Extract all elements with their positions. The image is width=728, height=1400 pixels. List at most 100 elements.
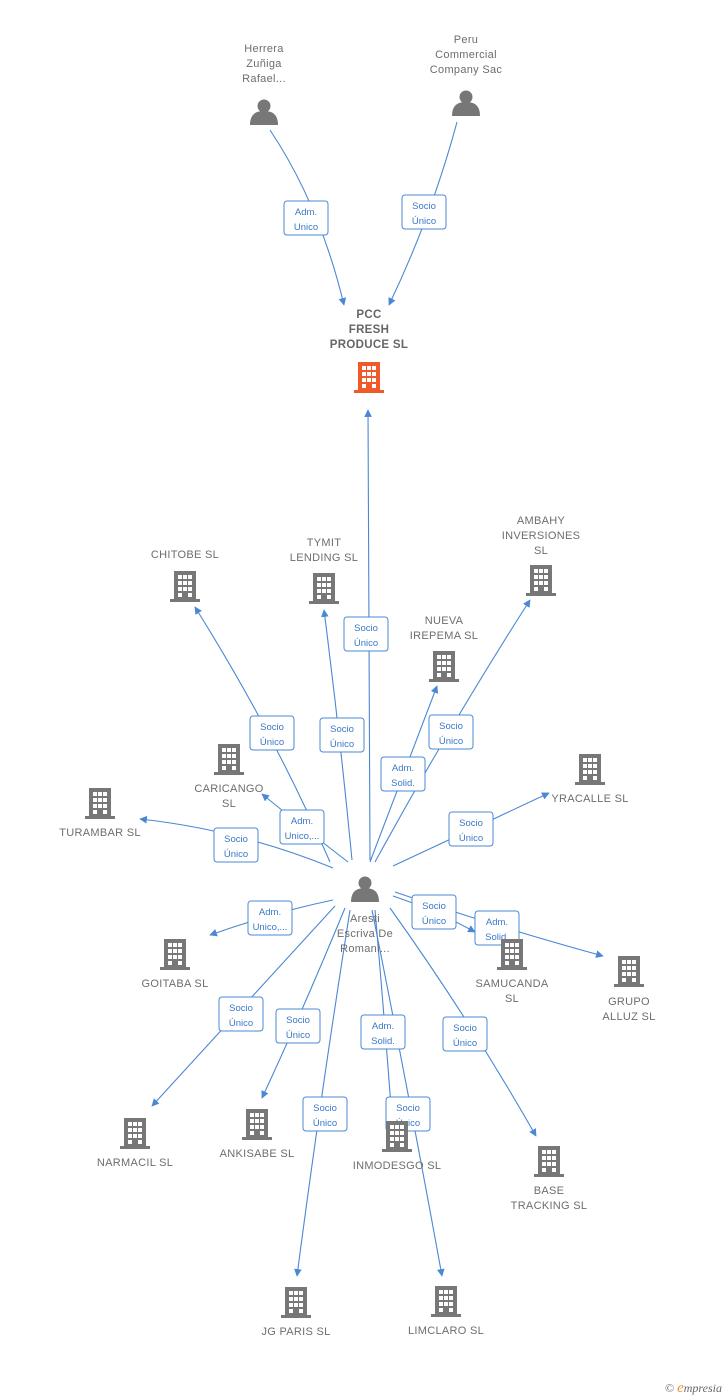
node-ankisabe[interactable]: ANKISABE SL <box>220 1109 295 1160</box>
node-label-line: Romani... <box>340 943 390 955</box>
edge-label-line: Único <box>412 216 436 227</box>
node-label-line: LIMCLARO SL <box>408 1325 484 1337</box>
node-narmacil[interactable]: NARMACIL SL <box>97 1118 173 1169</box>
node-label-line: YRACALLE SL <box>551 793 628 805</box>
node-grupo[interactable]: GRUPO ALLUZ SL <box>602 956 655 1023</box>
edge-label-line: Socio <box>286 1015 310 1026</box>
edge-labels-layer: Adm.UnicoSocioÚnicoSocioÚnicoSocioÚnicoS… <box>213 194 520 1132</box>
node-label-line: INVERSIONES <box>502 530 581 542</box>
edge-label-box <box>247 900 293 936</box>
node-yracalle[interactable]: YRACALLE SL <box>551 754 628 805</box>
node-goitaba[interactable]: GOITABA SL <box>142 939 209 990</box>
edge-label-line: Único <box>439 736 463 747</box>
node-label-line: CARICANGO <box>194 783 263 795</box>
node-label-line: CHITOBE SL <box>151 549 219 561</box>
node-label-line: INMODESGO SL <box>353 1160 442 1172</box>
edge-label-box <box>302 1096 348 1132</box>
edge-label-line: Socio <box>422 901 446 912</box>
node-inmodesgo[interactable]: INMODESGO SL <box>353 1121 442 1172</box>
edge-label-aresti-nueva[interactable]: Adm.Solid. <box>380 756 426 792</box>
building-icon <box>382 1121 412 1152</box>
node-jgparis[interactable]: JG PARIS SL <box>261 1287 330 1338</box>
brand-name: mpresia <box>683 1381 722 1395</box>
edge-aresti-jgparis <box>294 909 351 1277</box>
node-label-line: Peru <box>454 34 478 46</box>
node-label-line: NUEVA <box>425 615 464 627</box>
edge-label-line: Único <box>313 1118 337 1129</box>
building-icon <box>431 1286 461 1317</box>
node-nueva[interactable]: NUEVA IREPEMA SL <box>410 615 478 682</box>
building-icon <box>575 754 605 785</box>
edge-label-line: Socio <box>459 818 483 829</box>
edge-label-aresti-caricango[interactable]: Adm.Unico,... <box>279 809 325 845</box>
building-icon <box>354 362 384 393</box>
building-icon <box>281 1287 311 1318</box>
edge-label-line: Unico,... <box>253 922 288 933</box>
node-caricango[interactable]: CARICANGO SL <box>194 744 263 810</box>
edges-layer <box>139 121 604 1277</box>
building-icon <box>214 744 244 775</box>
edge-label-aresti-goitaba[interactable]: Adm.Unico,... <box>247 900 293 936</box>
edge-label-box <box>360 1014 406 1050</box>
brand-footer[interactable]: © empresia <box>665 1380 722 1397</box>
node-label-line: Aresti <box>350 913 380 925</box>
edge-label-line: Solid. <box>371 1036 395 1047</box>
node-limclaro[interactable]: LIMCLARO SL <box>408 1286 484 1337</box>
edge-label-aresti-grupo[interactable]: Adm.Solid. <box>474 910 520 946</box>
node-label-line: AMBAHY <box>517 515 566 527</box>
building-icon <box>309 573 339 604</box>
node-chitobe[interactable]: CHITOBE SL <box>151 549 219 602</box>
node-herrera[interactable]: HerreraZuñigaRafael... <box>242 43 286 125</box>
edge-label-line: Único <box>224 849 248 860</box>
edge-label-line: Socio <box>229 1003 253 1014</box>
edge-label-line: Único <box>286 1030 310 1041</box>
node-turambar[interactable]: TURAMBAR SL <box>59 788 141 839</box>
node-label-line: GRUPO <box>608 996 650 1008</box>
edge-label-box <box>442 1016 488 1052</box>
edge-label-box <box>283 200 329 236</box>
building-icon <box>85 788 115 819</box>
node-label-line: IREPEMA SL <box>410 630 478 642</box>
node-label-line: Company Sac <box>430 64 503 76</box>
building-icon <box>429 651 459 682</box>
node-label-line: SL <box>222 798 236 810</box>
node-label-line: BASE <box>534 1185 565 1197</box>
node-label-line: Herrera <box>244 43 284 55</box>
edge-label-aresti-inmodesgo[interactable]: Adm.Solid. <box>360 1014 406 1050</box>
edge-label-line: Único <box>422 916 446 927</box>
copyright-symbol: © <box>664 1381 675 1395</box>
edge-label-line: Unico <box>294 222 318 233</box>
edge-label-box <box>213 827 259 863</box>
person-icon <box>351 876 379 902</box>
brand-initial: e <box>677 1380 684 1396</box>
edge-label-herrera-pcc[interactable]: Adm.Unico <box>283 200 329 236</box>
edge-label-box <box>275 1008 321 1044</box>
building-icon <box>534 1146 564 1177</box>
node-label-line: ALLUZ SL <box>602 1011 655 1023</box>
edge-label-line: Socio <box>260 722 284 733</box>
edge-label-line: Único <box>260 737 284 748</box>
node-label-line: SL <box>505 993 519 1005</box>
edge-label-line: Socio <box>439 721 463 732</box>
